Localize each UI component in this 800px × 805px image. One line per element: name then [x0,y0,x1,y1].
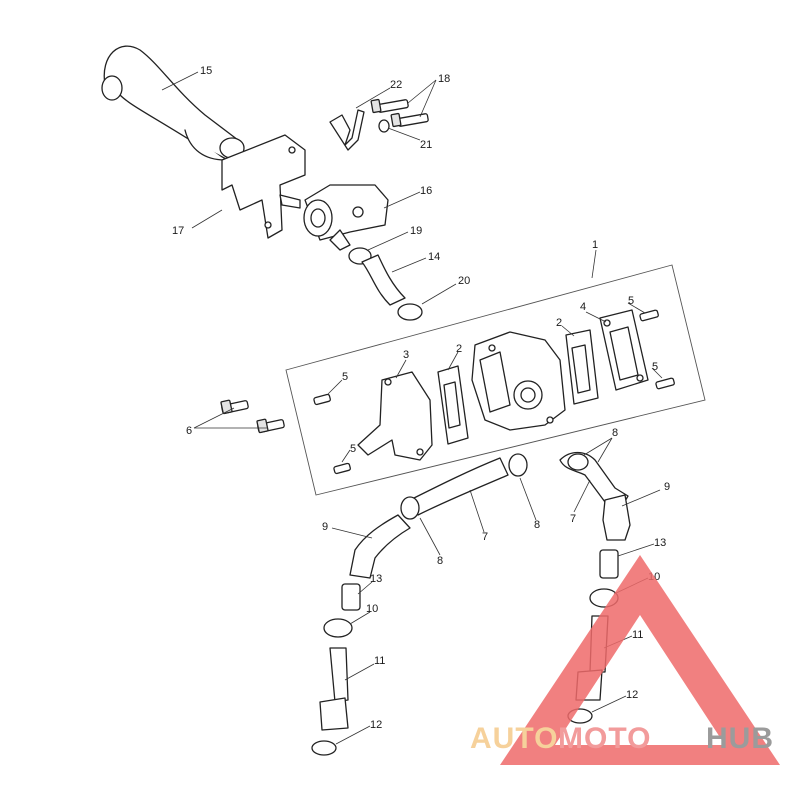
callout-16: 16 [420,185,432,197]
part-13-sleeve-left [341,583,361,611]
callout-8-right: 8 [612,427,618,439]
part-20-clamp [397,303,423,321]
callout-12-left: 12 [370,719,382,731]
part-13-sleeve-right [599,549,619,579]
part-21-washer [378,119,390,133]
part-5-bolts [313,309,675,475]
assembly-outline [285,264,706,496]
callout-11-right: 11 [632,629,643,641]
callout-14: 14 [428,251,440,263]
part-18-bolts [370,98,429,128]
part-12-oring-left [311,740,337,756]
part-15-hose [101,45,245,161]
callout-8-mid: 8 [534,519,540,531]
callout-7-right: 7 [570,513,576,525]
callout-18: 18 [438,73,450,85]
callout-17: 17 [172,225,184,237]
watermark-triangle-icon [500,555,780,765]
callout-3: 3 [403,349,409,361]
watermark-text-auto: AUTO [470,722,558,755]
part-10-ring-left [323,618,353,638]
callout-10-left: 10 [366,603,378,615]
callout-1: 1 [592,239,598,251]
part-2-gasket-right [565,329,599,405]
part-8-clamp-2 [508,453,528,477]
part-6-bolts [220,399,285,434]
callout-4: 4 [580,301,586,313]
part-17-bracket [221,134,306,239]
part-8-clamp-3 [567,453,589,471]
callout-9-right: 9 [664,481,670,493]
part-9-bellows-left [349,514,411,579]
callout-7-left: 7 [482,531,488,543]
callout-21: 21 [420,139,432,151]
callout-20: 20 [458,275,470,287]
part-22-clip [329,109,365,151]
callout-2-left: 2 [456,343,462,355]
callout-9-left: 9 [322,521,328,533]
callout-5-top: 5 [628,295,634,307]
part-2-gasket-left [437,365,469,445]
watermark: AUTO MOTO HUB [470,555,780,765]
part-11-tube-left [329,647,349,703]
part-7-pipe-left [409,457,509,516]
callout-5-right: 5 [652,361,658,373]
callout-11-left: 11 [374,655,385,667]
watermark-text-moto: MOTO [558,722,651,755]
callout-13-left: 13 [370,573,382,585]
part-8-clamp-1 [400,496,420,520]
part-4-plate [599,309,649,391]
watermark-text-hub: HUB [706,722,774,755]
part-14-hose [361,254,406,306]
part-9-bellows-right [602,494,631,541]
callout-6: 6 [186,425,192,437]
callout-13-right: 13 [654,537,666,549]
callout-5-left: 5 [342,371,348,383]
callout-15: 15 [200,65,212,77]
part-1-housing [471,331,566,431]
part-16-valve [303,184,389,251]
callout-19: 19 [410,225,422,237]
callout-12-right: 12 [626,689,638,701]
part-3-cover [357,371,433,461]
callout-5-bottom: 5 [350,443,356,455]
callout-8-left: 8 [437,555,443,567]
part-11-fitting-left [319,697,349,731]
callout-2-right: 2 [556,317,562,329]
callout-22: 22 [390,79,402,91]
